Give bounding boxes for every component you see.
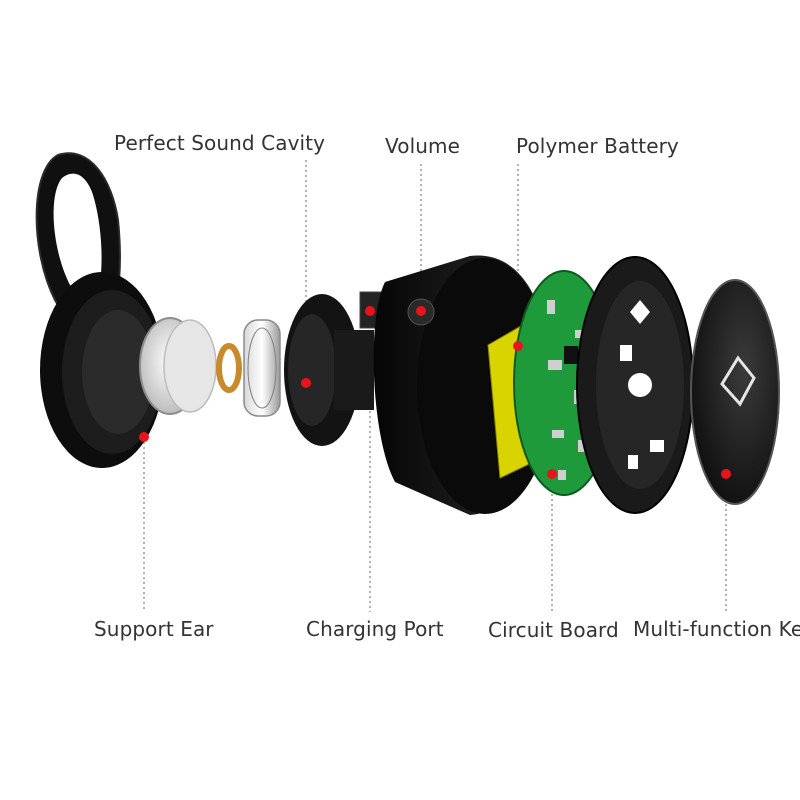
multi-function-key-part <box>690 279 780 505</box>
marker-polymer-battery <box>513 341 523 351</box>
marker-circuit-board <box>547 469 557 479</box>
driver-part <box>243 319 281 417</box>
back-cover-part <box>576 256 694 514</box>
label-multi-function-key: Multi-function Key <box>633 617 800 641</box>
gold-ring-part <box>216 343 242 393</box>
label-polymer-battery: Polymer Battery <box>516 134 679 158</box>
sound-cavity-part <box>284 291 383 446</box>
marker-volume <box>416 306 426 316</box>
marker-multi-function-key <box>721 469 731 479</box>
speaker-mesh-part <box>139 317 217 415</box>
markers <box>139 306 731 479</box>
support-ear-part <box>35 152 164 468</box>
label-volume: Volume <box>385 134 460 158</box>
label-support-ear: Support Ear <box>94 617 214 641</box>
label-circuit-board: Circuit Board <box>488 618 619 642</box>
marker-charging-port <box>365 306 375 316</box>
marker-support-ear <box>139 432 149 442</box>
label-perfect-sound-cavity: Perfect Sound Cavity <box>114 131 326 155</box>
label-charging-port: Charging Port <box>306 617 444 641</box>
marker-perfect-sound-cavity <box>301 378 311 388</box>
